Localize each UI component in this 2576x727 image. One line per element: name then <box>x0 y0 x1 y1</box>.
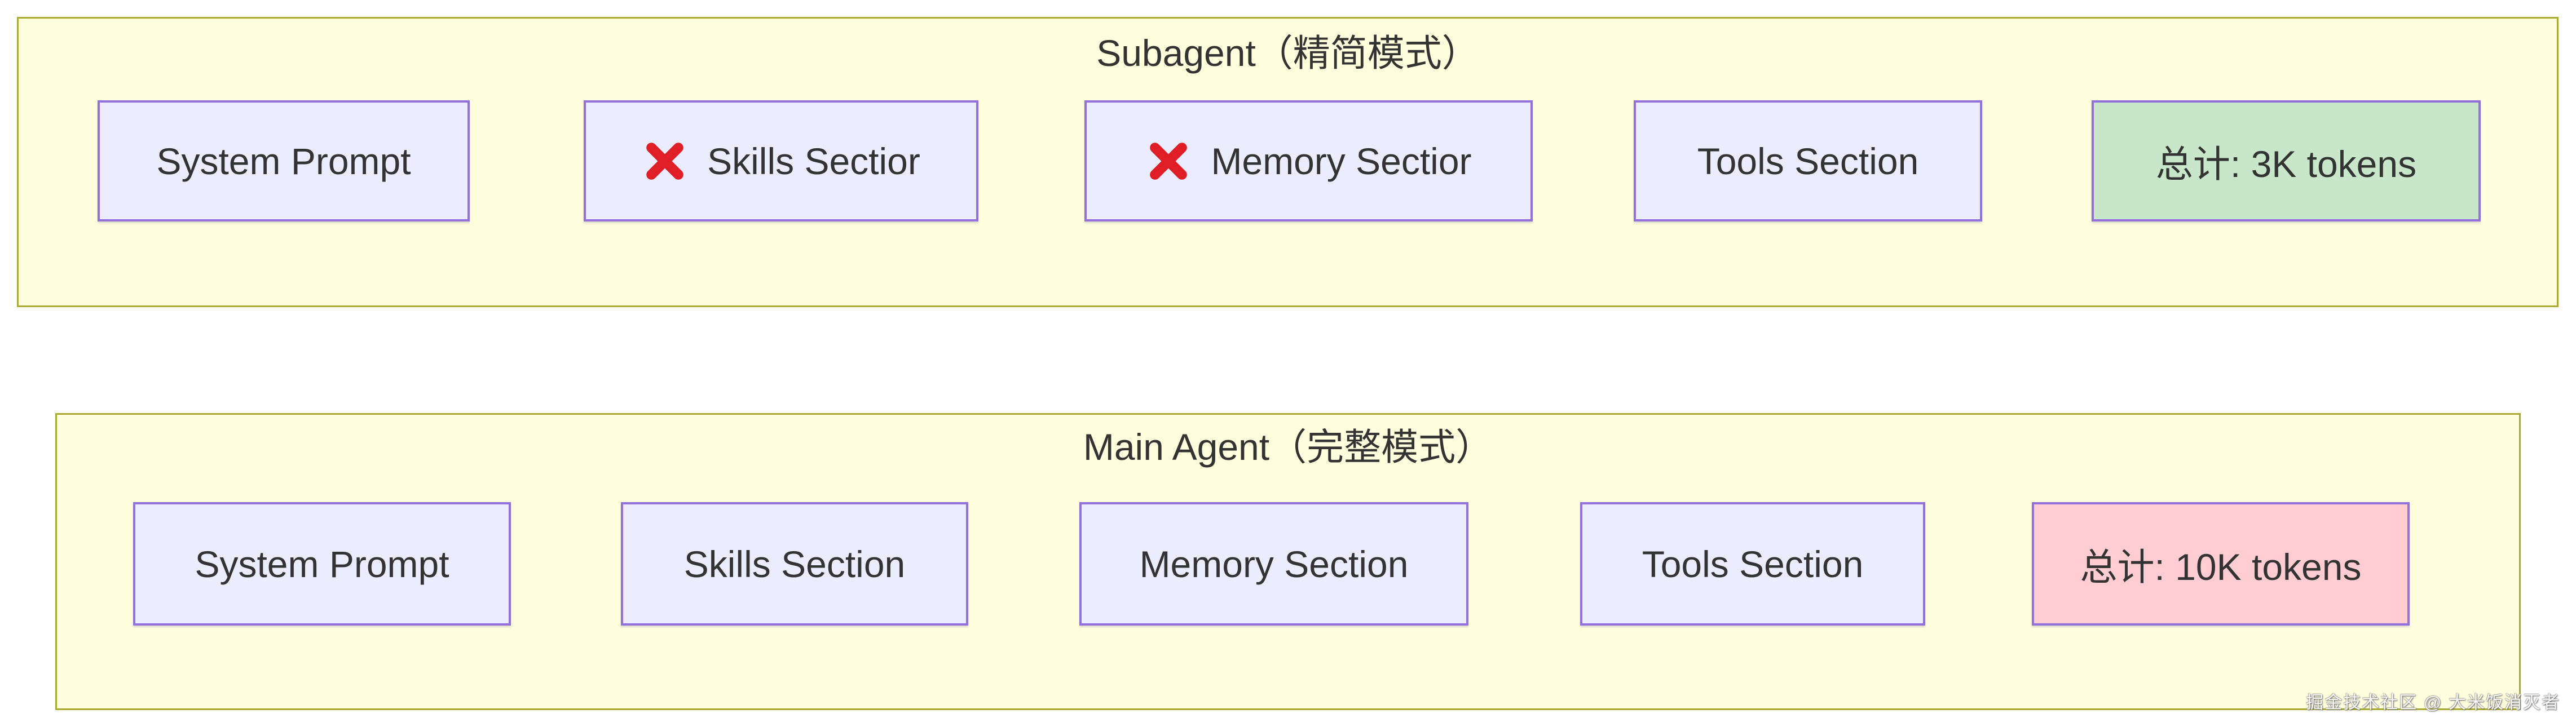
main-agent-cluster-title: Main Agent（完整模式） <box>1083 426 1493 468</box>
subagent-cluster-title: Subagent（精简模式） <box>1096 32 1479 74</box>
node-main-tools-section: Tools Section <box>1580 502 1925 626</box>
node-label: 总计: 3K tokens <box>2155 143 2417 185</box>
node-label: Memory Section <box>1139 543 1409 585</box>
node-subagent-total-tokens: 总计: 3K tokens <box>2092 100 2481 221</box>
node-label: Memory Sectior <box>1211 140 1472 182</box>
node-main-total-tokens: 总计: 10K tokens <box>2032 502 2410 626</box>
node-label: System Prompt <box>156 140 411 182</box>
watermark: 掘金技术社区 @ 大米饭消灭者 <box>2306 693 2560 712</box>
node-main-skills-section: Skills Section <box>621 502 968 626</box>
node-label: Skills Sectior <box>707 140 920 182</box>
node-subagent-system-prompt: System Prompt <box>98 100 470 221</box>
node-label: 总计: 10K tokens <box>2080 546 2362 588</box>
node-subagent-memory-section: Memory Sectior <box>1084 100 1533 221</box>
node-label: System Prompt <box>195 543 449 585</box>
node-main-memory-section: Memory Section <box>1079 502 1468 626</box>
node-main-system-prompt: System Prompt <box>133 502 511 626</box>
node-label: Tools Section <box>1642 543 1864 585</box>
node-label: Tools Section <box>1697 140 1919 182</box>
cross-mark-icon <box>1150 142 1188 180</box>
subagent-cluster: Subagent（精简模式） System Prompt Skills Sect… <box>17 17 2559 307</box>
node-subagent-tools-section: Tools Section <box>1634 100 1982 221</box>
node-label: Skills Section <box>683 543 906 585</box>
cross-mark-icon <box>646 142 683 180</box>
node-subagent-skills-section: Skills Sectior <box>584 100 978 221</box>
main-agent-cluster: Main Agent（完整模式） System Prompt Skills Se… <box>55 413 2521 710</box>
